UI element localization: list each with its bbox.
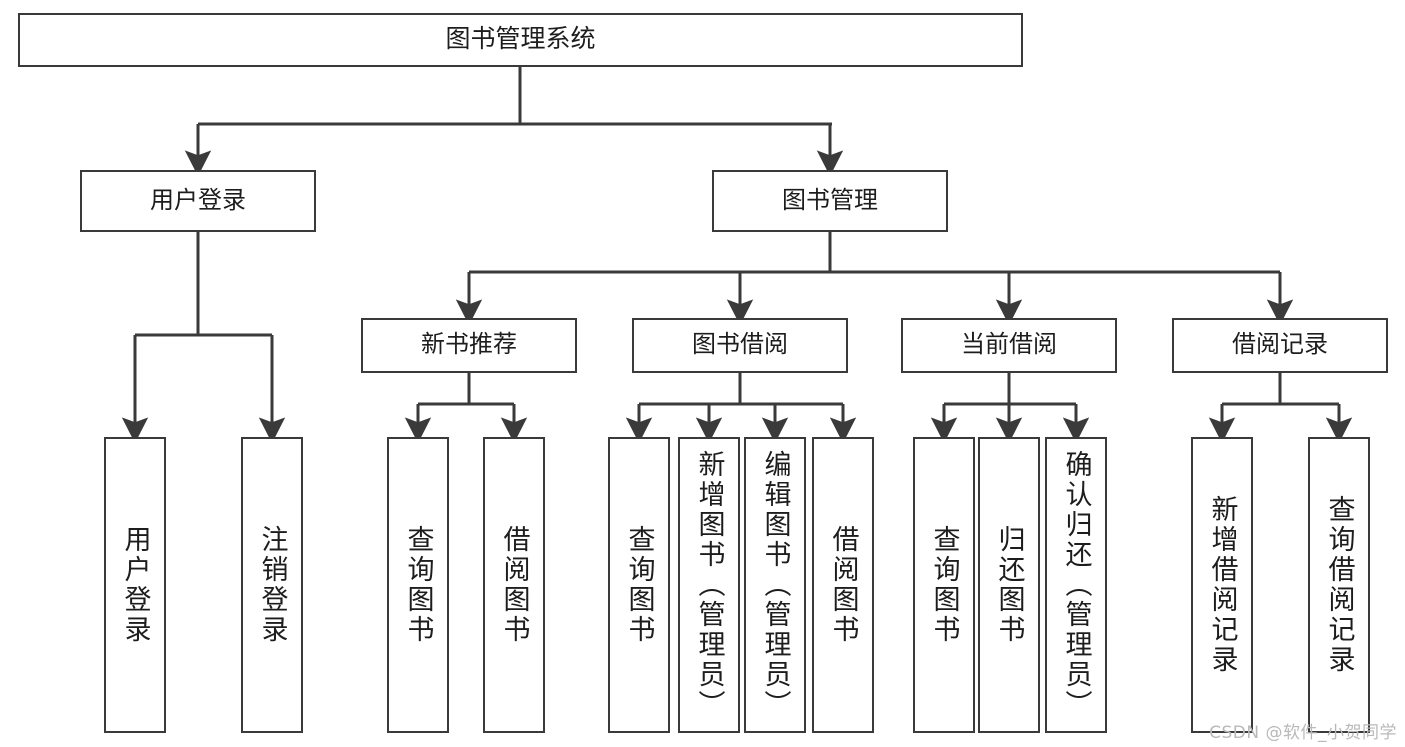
node-leaf-confirm-return[interactable]: 确认归还（管理员） (1045, 437, 1107, 733)
csdn-watermark: CSDN @软件_小贺同学 (1209, 723, 1397, 743)
node-leaf-logout-label: 注销登录 (257, 525, 288, 645)
node-leaf-user-login-label: 用户登录 (120, 525, 151, 645)
node-leaf-query-book-3-label: 查询图书 (929, 525, 960, 645)
node-user-login[interactable]: 用户登录 (80, 170, 316, 232)
node-leaf-query-book-3[interactable]: 查询图书 (913, 437, 975, 733)
node-root-label: 图书管理系统 (445, 25, 596, 54)
node-leaf-query-book-1-label: 查询图书 (403, 525, 434, 645)
node-leaf-query-book-2-label: 查询图书 (624, 525, 655, 645)
node-leaf-add-book-label: 新增图书（管理员） (694, 450, 725, 720)
node-leaf-return-book[interactable]: 归还图书 (978, 437, 1040, 733)
node-leaf-borrow-book-1-label: 借阅图书 (499, 525, 530, 645)
node-borrow-record-label: 借阅记录 (1232, 331, 1328, 359)
node-leaf-edit-book-label: 编辑图书（管理员） (760, 450, 791, 720)
node-book-borrow-label: 图书借阅 (692, 331, 788, 359)
node-book-borrow[interactable]: 图书借阅 (632, 318, 848, 373)
node-leaf-add-record-label: 新增借阅记录 (1207, 495, 1238, 675)
node-leaf-confirm-return-label: 确认归还（管理员） (1061, 450, 1092, 720)
node-borrow-record[interactable]: 借阅记录 (1172, 318, 1388, 373)
node-leaf-borrow-book-2-label: 借阅图书 (828, 525, 859, 645)
node-leaf-return-book-label: 归还图书 (994, 525, 1025, 645)
node-book-management[interactable]: 图书管理 (712, 170, 948, 232)
node-leaf-borrow-book-1[interactable]: 借阅图书 (483, 437, 545, 733)
node-leaf-query-record[interactable]: 查询借阅记录 (1308, 437, 1370, 733)
node-leaf-query-book-2[interactable]: 查询图书 (608, 437, 670, 733)
node-new-book-recommend[interactable]: 新书推荐 (361, 318, 577, 373)
node-leaf-add-book[interactable]: 新增图书（管理员） (678, 437, 740, 733)
node-leaf-query-book-1[interactable]: 查询图书 (387, 437, 449, 733)
node-user-login-label: 用户登录 (150, 186, 246, 214)
node-current-borrow[interactable]: 当前借阅 (901, 318, 1117, 373)
node-new-book-recommend-label: 新书推荐 (421, 331, 517, 359)
node-leaf-borrow-book-2[interactable]: 借阅图书 (812, 437, 874, 733)
node-leaf-add-record[interactable]: 新增借阅记录 (1191, 437, 1253, 733)
node-leaf-logout[interactable]: 注销登录 (241, 437, 303, 733)
node-root[interactable]: 图书管理系统 (18, 13, 1023, 67)
node-current-borrow-label: 当前借阅 (961, 331, 1057, 359)
node-leaf-user-login[interactable]: 用户登录 (104, 437, 166, 733)
node-book-management-label: 图书管理 (782, 186, 878, 214)
node-leaf-query-record-label: 查询借阅记录 (1324, 495, 1355, 675)
node-leaf-edit-book[interactable]: 编辑图书（管理员） (744, 437, 806, 733)
